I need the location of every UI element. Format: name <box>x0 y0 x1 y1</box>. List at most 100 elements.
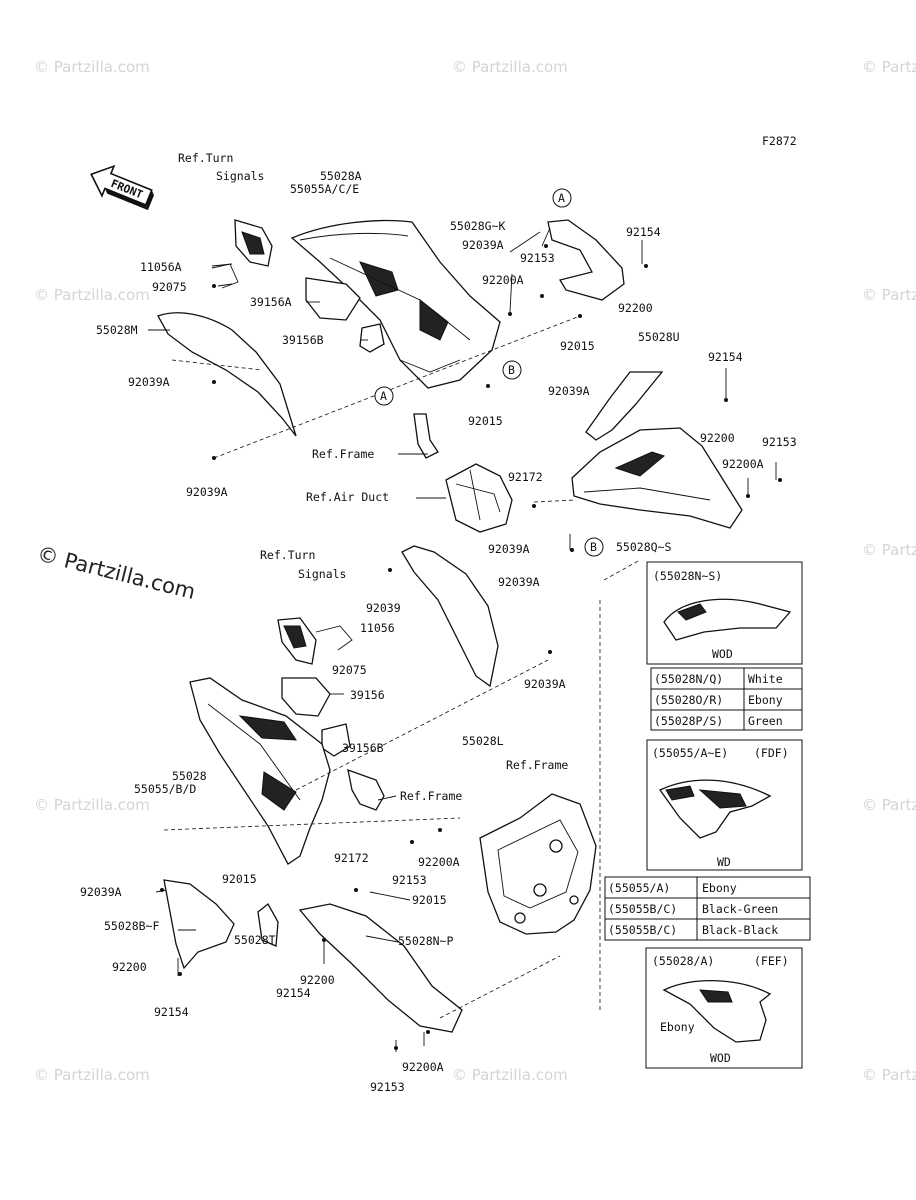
part-55028n-p <box>298 903 463 1033</box>
turn-signal-bracket-upper <box>211 219 273 289</box>
color-table-2: (55055/A) Ebony (55055B/C) Black-Green (… <box>604 876 811 941</box>
inset-note: (FDF) <box>754 746 789 760</box>
table-cell: White <box>748 672 783 686</box>
callout: 92039A <box>498 575 540 589</box>
table-cell: (55028O/R) <box>654 693 723 707</box>
turn-signal-lower <box>277 617 353 665</box>
frame-assembly <box>479 793 597 935</box>
callout: 11056 <box>360 621 395 635</box>
callout: 55055A/C/E <box>290 182 359 196</box>
callout: 55028Q~S <box>616 540 671 554</box>
callout: 39156B <box>342 741 384 755</box>
callout: 39156 <box>350 688 385 702</box>
callout: 92200 <box>618 301 653 315</box>
part-55028u <box>585 371 664 441</box>
callout: 92039 <box>366 601 401 615</box>
part-39156a <box>305 277 361 321</box>
table-cell: (55028N/Q) <box>654 672 723 686</box>
callout: 55028G~K <box>450 219 505 233</box>
callout: 92154 <box>154 1005 189 1019</box>
drawing-code: F2872 <box>762 134 797 148</box>
inset-heading: (55028N~S) <box>653 569 722 583</box>
callout: Ref.Frame <box>506 758 568 772</box>
watermark: © Partzilla.com <box>862 58 916 76</box>
part-55028b-f <box>163 879 235 970</box>
part-39156 <box>281 677 331 717</box>
table-cell: (55028P/S) <box>654 714 723 728</box>
inset-box-55028a: (55028/A) (FEF) Ebony WOD <box>645 947 803 1069</box>
table-cell: Black-Green <box>702 902 778 916</box>
callout: 92153 <box>762 435 797 449</box>
callout: 92039A <box>186 485 228 499</box>
callout: 92200 <box>700 431 735 445</box>
callout: 92153 <box>520 251 555 265</box>
callout: 55028U <box>638 330 680 344</box>
air-duct <box>445 463 513 533</box>
callout: 92015 <box>560 339 595 353</box>
inset-tag: WOD <box>712 647 733 661</box>
watermark: © Partzilla.com <box>862 1066 916 1084</box>
callout: 92153 <box>392 873 427 887</box>
callout: 55028M <box>96 323 138 337</box>
part-55028g-k <box>547 219 625 301</box>
callout: 55028N~P <box>398 934 453 948</box>
callout: 92039A <box>462 238 504 252</box>
upper-cowl-left <box>290 219 501 389</box>
inset-color-label: Ebony <box>660 1020 695 1034</box>
table-cell: Black-Black <box>702 923 778 937</box>
inset-box-55055: (55055/A~E) (FDF) WD <box>646 739 803 871</box>
callout: 55028T <box>234 933 276 947</box>
table-cell: (55055/A) <box>608 881 670 895</box>
part-55028q-s <box>571 427 743 529</box>
ref-marker-b-lower: B <box>584 537 604 557</box>
inset-heading: (55028/A) <box>652 954 714 968</box>
watermark: © Partzilla.com <box>34 58 150 76</box>
callout: Signals <box>216 169 264 183</box>
color-table-1: (55028N/Q) White (55028O/R) Ebony (55028… <box>650 667 803 731</box>
inset-heading: (55055/A~E) <box>652 746 728 760</box>
part-55028m <box>157 312 297 437</box>
callout: Signals <box>298 567 346 581</box>
callout: 39156B <box>282 333 324 347</box>
callout: 92200A <box>482 273 524 287</box>
callout: 92200A <box>722 457 764 471</box>
callout: 92172 <box>508 470 543 484</box>
part-55028t <box>257 903 279 947</box>
watermark: © Partzilla.com <box>452 58 568 76</box>
inset-tag: WOD <box>710 1051 731 1065</box>
svg-text:A: A <box>558 191 565 205</box>
table-cell: Ebony <box>702 881 737 895</box>
callout: 55028 <box>172 769 207 783</box>
frame-bracket-upper <box>413 413 439 459</box>
callout: 55028B~F <box>104 919 159 933</box>
frame-bracket-lower <box>347 769 385 811</box>
callout: 55055/B/D <box>134 782 196 796</box>
callout: 92039A <box>524 677 566 691</box>
watermark: © Partzilla.com <box>862 796 916 814</box>
inset-note: (FEF) <box>754 954 789 968</box>
callout: 92154 <box>708 350 743 364</box>
watermark: © Partzilla.com <box>34 1066 150 1084</box>
callout: 55028L <box>462 734 504 748</box>
ref-marker-a-upper: A <box>552 188 572 208</box>
callout: 92172 <box>334 851 369 865</box>
watermark: © Partzilla.com <box>862 541 916 559</box>
watermark: © Partzilla.com <box>34 286 150 304</box>
callout: Ref.Frame <box>312 447 374 461</box>
watermark: © Partzilla.com <box>452 1066 568 1084</box>
callout: Ref.Frame <box>400 789 462 803</box>
table-cell: (55055B/C) <box>608 902 677 916</box>
callout: 92154 <box>626 225 661 239</box>
ref-marker-a-lower: A <box>374 386 394 406</box>
table-cell: (55055B/C) <box>608 923 677 937</box>
front-arrow-icon: FRONT <box>90 164 154 211</box>
callout: Ref.Turn <box>178 151 233 165</box>
callout: 92200A <box>418 855 460 869</box>
table-cell: Ebony <box>748 693 783 707</box>
callout-labels: Ref.Turn Signals 55028 A 55055A/C/E 11056… <box>80 151 797 1094</box>
svg-text:B: B <box>590 540 597 554</box>
callout: 11056A <box>140 260 182 274</box>
watermark-main: © Partzilla.com <box>35 542 198 604</box>
callout: 92075 <box>152 280 187 294</box>
